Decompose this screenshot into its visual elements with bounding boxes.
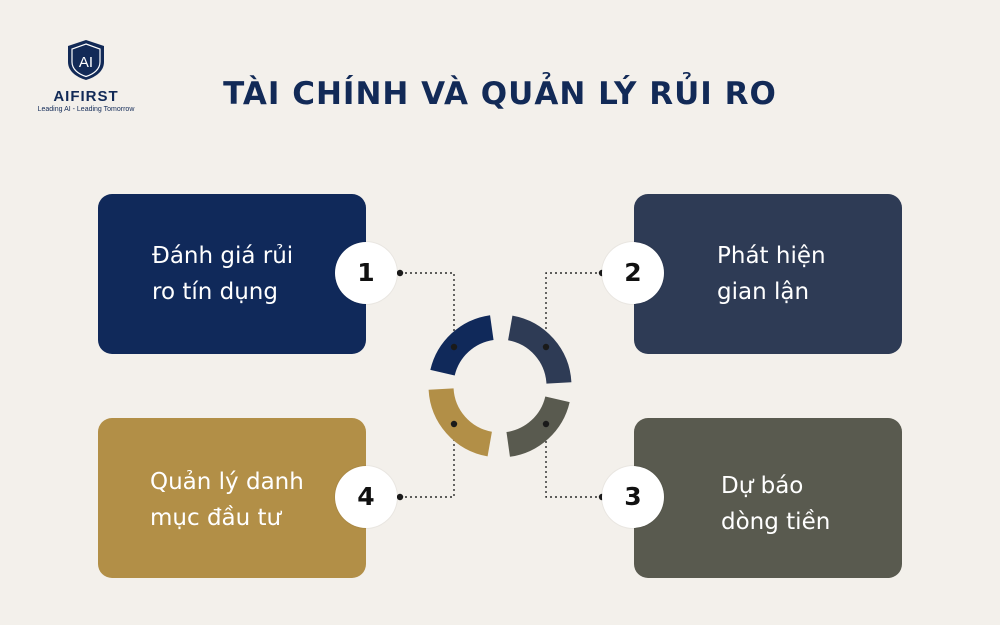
logo-name: AIFIRST	[53, 88, 119, 105]
step-2-line-2: gian lận	[717, 279, 810, 305]
step-card-4: Quản lý danh mục đầu tư	[98, 418, 366, 578]
page-title: TÀI CHÍNH VÀ QUẢN LÝ RỦI RO	[223, 76, 777, 112]
connector-4	[400, 424, 455, 498]
dot-1b	[450, 343, 458, 351]
dot-2b	[542, 343, 550, 351]
logo-tagline: Leading AI - Leading Tomorrow	[37, 106, 135, 113]
step-4-line-1: Quản lý danh	[150, 469, 304, 495]
step-1-line-1: Đánh giá rủi	[152, 243, 294, 269]
step-1-line-2: ro tín dụng	[152, 279, 278, 305]
step-card-1: Đánh giá rủi ro tín dụng	[98, 194, 366, 354]
shield-logo-icon: AI	[68, 40, 104, 80]
step-1-label: Đánh giá rủi ro tín dụng	[152, 238, 302, 310]
ring-segment-4	[428, 387, 493, 457]
ring-segments	[428, 315, 572, 457]
connector-3	[545, 424, 602, 498]
brand-logo: AI AIFIRST Leading AI - Leading Tomorrow	[26, 38, 146, 113]
dot-4b	[450, 420, 458, 428]
step-card-3: Dự báo dòng tiền	[634, 418, 902, 578]
connector-1	[400, 272, 455, 347]
dot-4a	[396, 493, 404, 501]
step-4-line-2: mục đầu tư	[150, 505, 282, 531]
dot-1a	[396, 269, 404, 277]
step-3-line-1: Dự báo	[721, 473, 804, 499]
ring-segment-3	[505, 395, 570, 457]
dot-3b	[542, 420, 550, 428]
step-number-1: 1	[335, 242, 397, 304]
logo-mark-text: AI	[79, 54, 93, 71]
step-3-line-2: dòng tiền	[721, 509, 831, 535]
step-3-label: Dự báo dòng tiền	[721, 468, 871, 540]
step-2-label: Phát hiện gian lận	[717, 238, 867, 310]
ring-segment-1	[430, 315, 495, 377]
connector-2	[545, 272, 602, 347]
step-number-3: 3	[602, 466, 664, 528]
ring-segment-2	[507, 315, 572, 385]
step-number-4: 4	[335, 466, 397, 528]
dotted-connectors	[400, 272, 602, 498]
connector-dots	[396, 269, 606, 501]
step-4-label: Quản lý danh mục đầu tư	[150, 464, 340, 536]
step-number-2: 2	[602, 242, 664, 304]
step-2-line-1: Phát hiện	[717, 243, 826, 269]
step-card-2: Phát hiện gian lận	[634, 194, 902, 354]
